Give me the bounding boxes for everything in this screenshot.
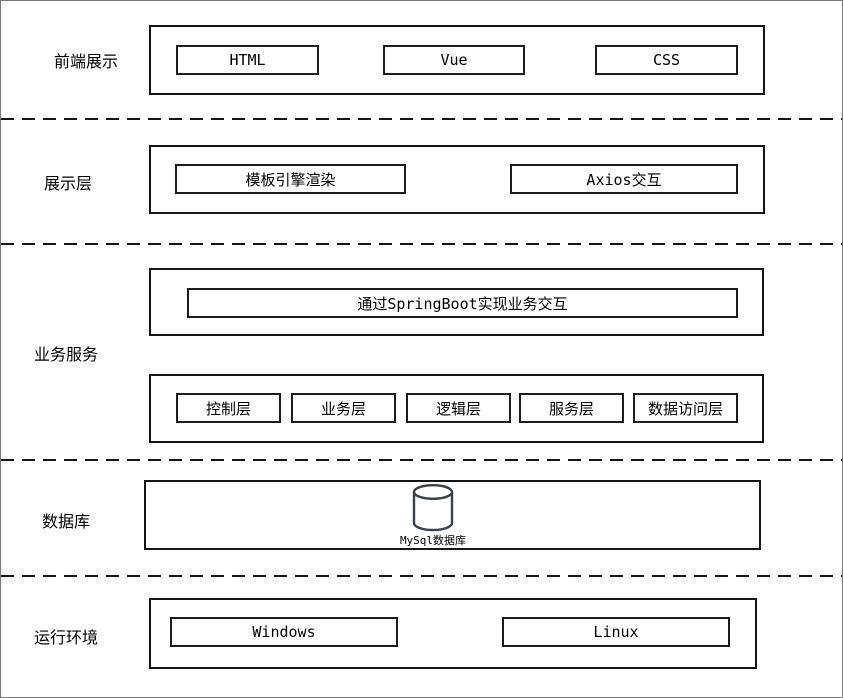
- separator-1: [1, 118, 842, 120]
- section-label-database: 数据库: [41, 514, 90, 531]
- box-data-access-layer: 数据访问层: [633, 393, 738, 423]
- box-service-layer: 服务层: [519, 393, 624, 423]
- separator-4: [1, 575, 842, 577]
- box-business-layer: 业务层: [291, 393, 396, 423]
- box-template-render: 模板引擎渲染: [175, 164, 406, 194]
- section-label-runtime: 运行环境: [33, 630, 98, 647]
- box-windows: Windows: [170, 617, 398, 647]
- section-label-presentation: 展示层: [43, 176, 92, 193]
- separator-2: [1, 243, 842, 245]
- banner-springboot: 通过SpringBoot实现业务交互: [187, 288, 738, 318]
- separator-3: [1, 459, 842, 461]
- box-html: HTML: [176, 45, 319, 75]
- database-cylinder-icon: [411, 483, 455, 533]
- section-label-business: 业务服务: [33, 347, 98, 364]
- box-vue: Vue: [383, 45, 525, 75]
- box-control-layer: 控制层: [176, 393, 281, 423]
- database-name-label: MySql数据库: [399, 534, 467, 547]
- box-linux: Linux: [502, 617, 730, 647]
- section-label-frontend: 前端展示: [53, 54, 118, 71]
- box-logic-layer: 逻辑层: [406, 393, 511, 423]
- box-axios: Axios交互: [510, 164, 738, 194]
- box-css: CSS: [595, 45, 738, 75]
